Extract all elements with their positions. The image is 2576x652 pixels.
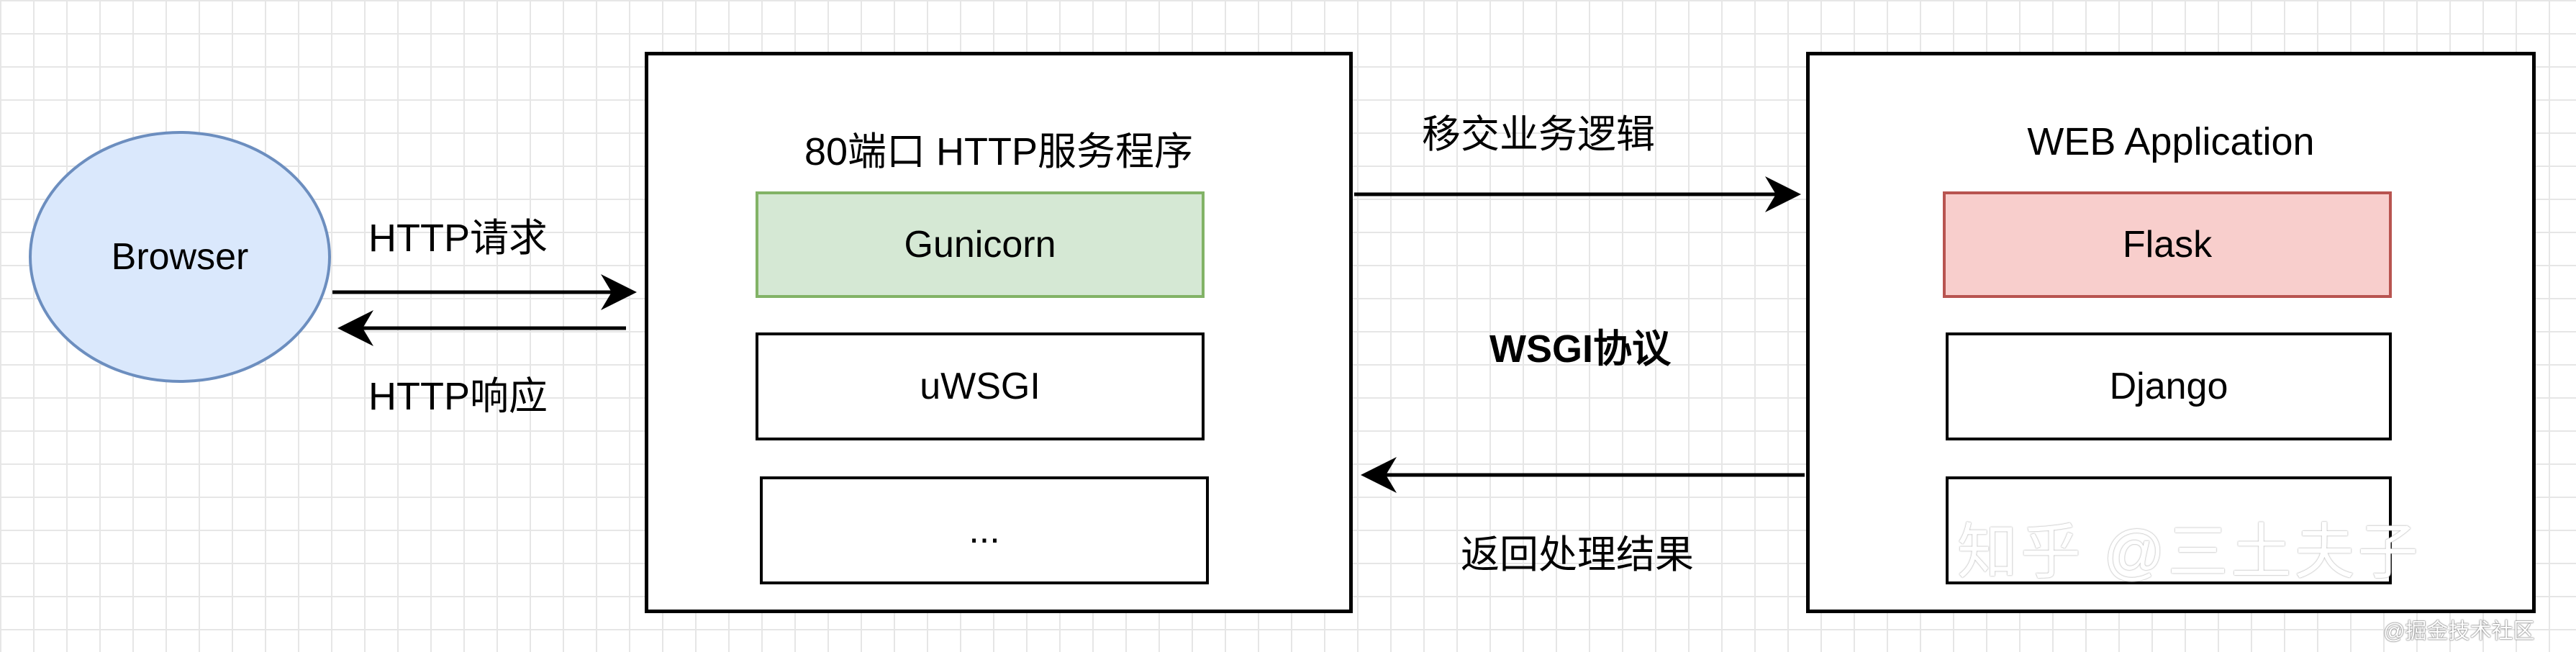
http-response-label: HTTP响应 <box>368 375 548 418</box>
more-apps-node <box>1946 476 2392 584</box>
more-servers-label: ... <box>969 510 1000 551</box>
browser-label: Browser <box>111 236 249 278</box>
more-servers-node: ... <box>760 476 1209 584</box>
wsgi-protocol-label: WSGI协议 <box>1489 327 1671 371</box>
http-server-title: 80端口 HTTP服务程序 <box>804 130 1194 173</box>
django-label: Django <box>2109 366 2228 407</box>
uwsgi-label: uWSGI <box>920 366 1040 407</box>
gunicorn-node: Gunicorn <box>756 191 1205 298</box>
zhihu-watermark: 知乎 @三土夫子 <box>1957 518 2421 586</box>
gunicorn-label: Gunicorn <box>904 224 1056 266</box>
hand-off-label: 移交业务逻辑 <box>1422 113 1655 156</box>
browser-node: Browser <box>29 131 331 383</box>
return-result-label: 返回处理结果 <box>1461 533 1694 576</box>
flask-label: Flask <box>2122 224 2213 266</box>
web-application-title: WEB Application <box>2027 120 2315 163</box>
http-request-label: HTTP请求 <box>368 217 548 260</box>
django-node: Django <box>1946 332 2392 440</box>
flask-node: Flask <box>1943 191 2392 298</box>
uwsgi-node: uWSGI <box>756 332 1205 440</box>
juejin-watermark: @掘金技术社区 <box>2383 620 2535 643</box>
